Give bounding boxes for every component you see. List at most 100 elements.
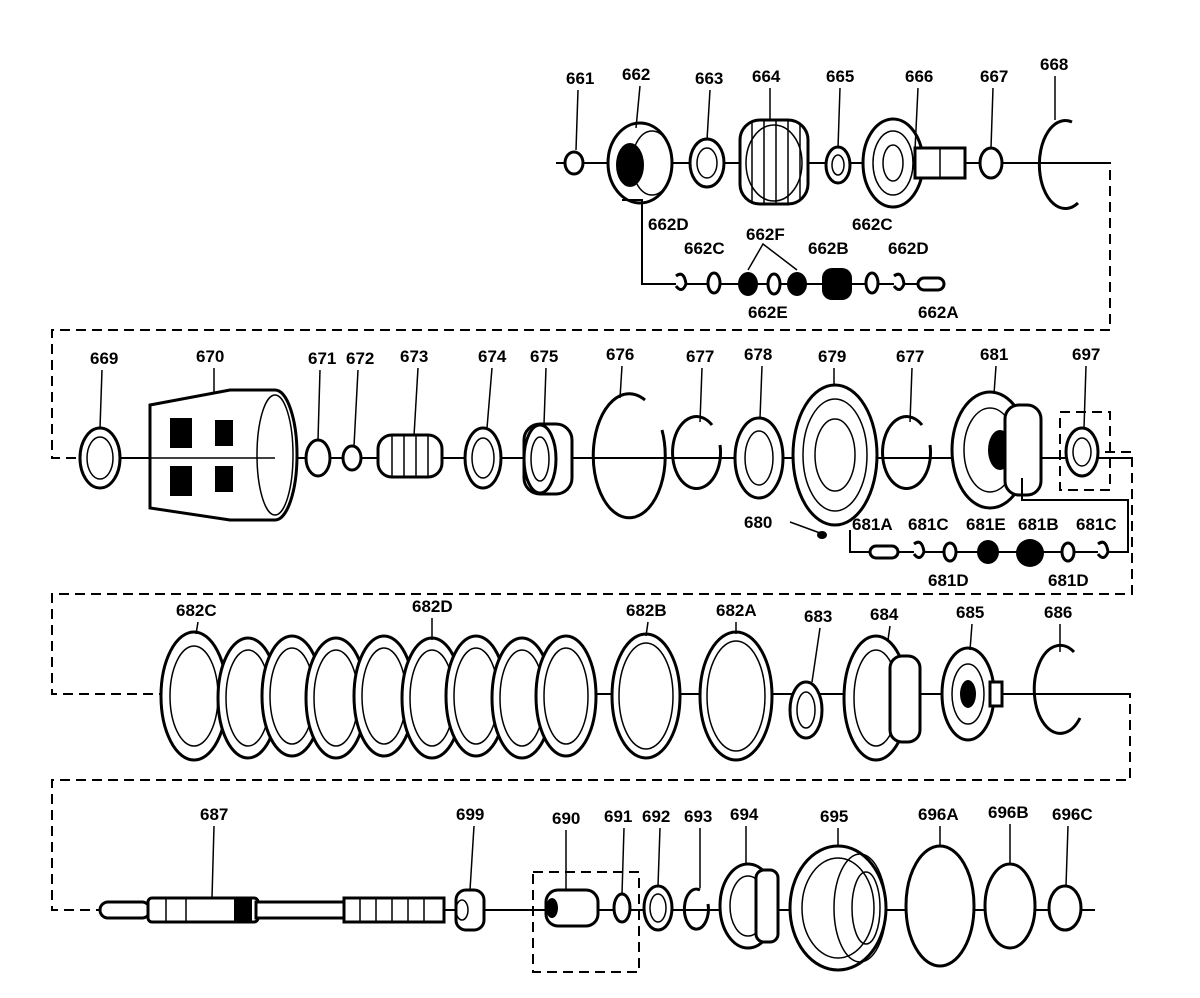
part-682C-plates [159, 630, 598, 762]
label-678: 678 [744, 345, 772, 364]
part-696A [904, 844, 976, 968]
label-681D-a: 681D [928, 571, 969, 590]
part-681E [977, 540, 999, 564]
label-694: 694 [730, 805, 759, 824]
connector-row1-row2 [51, 162, 1111, 459]
label-671: 671 [308, 349, 336, 368]
part-683 [788, 680, 824, 740]
part-699 [454, 888, 486, 932]
connector-row2-row3 [51, 451, 1133, 695]
label-685: 685 [956, 603, 984, 622]
label-696C: 696C [1052, 805, 1093, 824]
label-662D-b: 662D [888, 239, 929, 258]
label-662C-a: 662C [684, 239, 725, 258]
label-667: 667 [980, 67, 1008, 86]
part-668 [1037, 119, 1080, 211]
label-666: 666 [905, 67, 933, 86]
label-680: 680 [744, 513, 772, 532]
label-674: 674 [478, 347, 507, 366]
part-662D-b [892, 272, 906, 291]
label-690: 690 [552, 809, 580, 828]
part-686 [1032, 643, 1082, 735]
part-674 [463, 426, 503, 490]
part-673 [376, 433, 444, 479]
part-696B [983, 862, 1037, 950]
label-662E: 662E [748, 303, 788, 322]
row-1: 661 662 663 664 665 666 667 668 662D 662… [51, 55, 1111, 459]
part-662B [822, 268, 852, 300]
label-692: 692 [642, 807, 670, 826]
part-662A [916, 276, 946, 292]
label-662C-b: 662C [852, 215, 893, 234]
label-676: 676 [606, 345, 634, 364]
label-681E: 681E [966, 515, 1006, 534]
part-684 [842, 634, 922, 762]
label-681C-b: 681C [1076, 515, 1117, 534]
label-675: 675 [530, 347, 558, 366]
part-693 [682, 887, 710, 931]
label-662D-a: 662D [648, 215, 689, 234]
label-662A: 662A [918, 303, 959, 322]
part-662C-b [864, 271, 880, 295]
label-683: 683 [804, 607, 832, 626]
part-662 [606, 121, 674, 205]
part-662F-a [738, 272, 758, 296]
label-681D-b: 681D [1048, 571, 1089, 590]
label-697: 697 [1072, 345, 1100, 364]
part-666 [861, 117, 967, 209]
part-680 [817, 531, 827, 539]
label-681: 681 [980, 345, 1008, 364]
label-677-a: 677 [686, 347, 714, 366]
label-668: 668 [1040, 55, 1068, 74]
part-682A [698, 630, 774, 762]
label-686: 686 [1044, 603, 1072, 622]
label-696B: 696B [988, 803, 1029, 822]
label-677-b: 677 [896, 347, 924, 366]
part-682B [610, 632, 682, 760]
part-692 [642, 884, 674, 932]
part-681C-a [912, 540, 926, 559]
sub681-bracket [849, 478, 1129, 553]
part-681C-b [1096, 540, 1110, 559]
label-662F: 662F [746, 225, 785, 244]
label-682A: 682A [716, 601, 757, 620]
part-675 [522, 422, 574, 496]
label-672: 672 [346, 349, 374, 368]
part-690 [544, 888, 600, 928]
part-677-a [671, 415, 722, 491]
part-671 [304, 438, 332, 478]
label-684: 684 [870, 605, 899, 624]
label-691: 691 [604, 807, 632, 826]
label-673: 673 [400, 347, 428, 366]
label-670: 670 [196, 347, 224, 366]
part-685 [940, 646, 1004, 742]
part-678 [733, 416, 785, 500]
label-662: 662 [622, 65, 650, 84]
part-696C [1047, 884, 1083, 932]
part-679 [791, 383, 879, 527]
part-662F-b [787, 272, 807, 296]
part-661 [563, 150, 585, 176]
label-665: 665 [826, 67, 854, 86]
label-664: 664 [752, 67, 781, 86]
part-669 [78, 426, 122, 490]
label-679: 679 [818, 347, 846, 366]
part-667 [978, 146, 1004, 180]
label-662B: 662B [808, 239, 849, 258]
label-661: 661 [566, 69, 594, 88]
label-681B: 681B [1018, 515, 1059, 534]
part-681A [868, 544, 900, 560]
part-681B [1016, 539, 1044, 567]
part-694 [718, 862, 780, 950]
part-663 [688, 137, 726, 189]
part-695 [788, 844, 888, 972]
part-697 [1064, 426, 1100, 478]
label-681C-a: 681C [908, 515, 949, 534]
part-662E [766, 272, 782, 296]
part-665 [824, 145, 852, 185]
label-693: 693 [684, 807, 712, 826]
part-677-b [881, 415, 932, 491]
label-681A: 681A [852, 515, 893, 534]
part-664 [738, 118, 810, 206]
part-681D-a [942, 541, 958, 563]
